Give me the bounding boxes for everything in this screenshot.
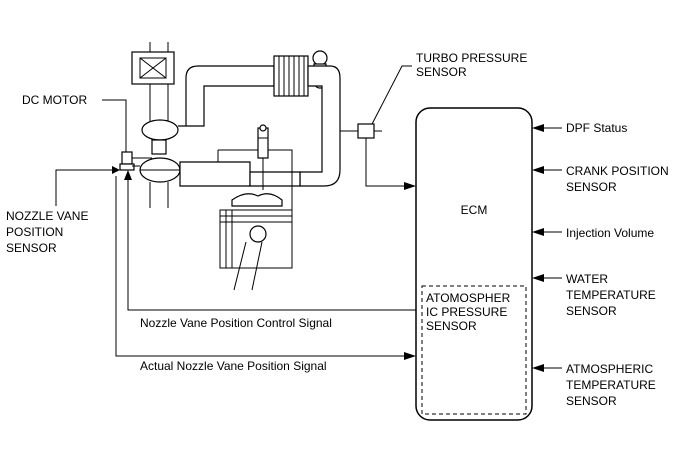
ecm-label: ECM [461, 203, 488, 217]
compressor-housing [141, 119, 179, 141]
atmospheric-temperature-sensor-label: ATMOSPHERIC TEMPERATURE SENSOR [566, 362, 659, 408]
ecm-box [415, 107, 533, 421]
turbo-pressure-signal-line [365, 138, 404, 187]
actual-nozzle-vane-signal-line [115, 176, 404, 357]
injection-volume-label: Injection Volume [566, 226, 654, 240]
water-temperature-sensor-label: WATER TEMPERATURE SENSOR [566, 272, 659, 318]
injector-icon [257, 127, 269, 159]
nozzle-vane-actuator [119, 151, 152, 171]
intercooler-icon [273, 55, 309, 97]
atmospheric-pressure-sensor-box [421, 285, 527, 415]
turbo-pressure-sensor-label: TURBO PRESSURE SENSOR [416, 51, 531, 79]
dc-motor-leader [102, 99, 127, 152]
nozzle-vane-control-signal-label: Nozzle Vane Position Control Signal [140, 316, 332, 330]
atmospheric-pressure-sensor-label: ATOMOSPHER IC PRESSURE SENSOR [426, 291, 514, 333]
turbo-pressure-sensor-icon [357, 123, 375, 139]
dc-motor-label: DC MOTOR [22, 93, 87, 107]
crank-position-sensor-label: CRANK POSITION SENSOR [566, 164, 672, 194]
turbo-pressure-sensor-leader [369, 65, 412, 129]
actual-nozzle-vane-signal-label: Actual Nozzle Vane Position Signal [140, 359, 327, 373]
piston-pin [249, 225, 267, 243]
nozzle-vane-position-sensor-label: NOZZLE VANE POSITION SENSOR [6, 209, 92, 255]
nozzle-vane-control-signal-line [127, 178, 416, 311]
dpf-status-label: DPF Status [566, 121, 627, 135]
nozzle-vane-sensor-leader [55, 169, 114, 206]
engine-turbo-assembly [131, 42, 341, 291]
